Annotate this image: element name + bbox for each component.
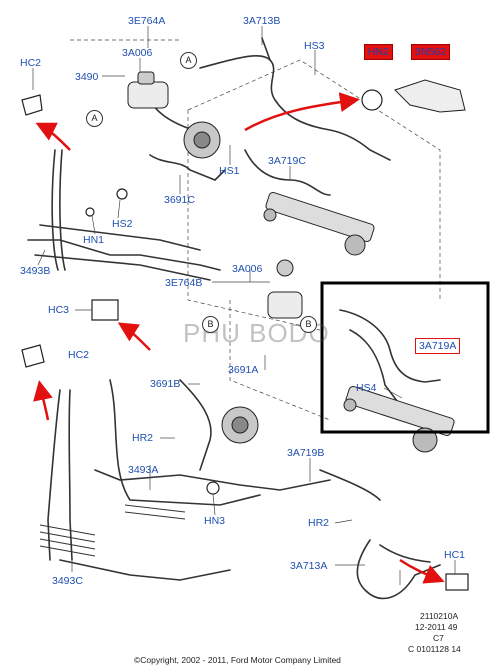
label-3493b: 3493B [20, 265, 51, 277]
label-hs3: HS3 [304, 40, 325, 52]
bracket-3n562 [394, 79, 466, 113]
label-3a006-top: 3A006 [122, 47, 153, 59]
label-hs2: HS2 [112, 218, 133, 230]
label-hc1: HC1 [444, 549, 466, 561]
footer-code-2: 12-2011 49 [415, 622, 458, 632]
label-3a719b: 3A719B [287, 447, 325, 459]
label-3691c: 3691C [164, 194, 195, 206]
highlight-frame [320, 281, 490, 434]
callout-a-left: A [86, 110, 103, 127]
label-3a713a: 3A713A [290, 560, 328, 572]
label-3a719c: 3A719C [268, 155, 306, 167]
callout-b-mid: B [202, 316, 219, 333]
footer-code-4: C 0101128 14 [408, 644, 461, 654]
red-arrows [33, 92, 445, 584]
label-hn2: HN2 [364, 44, 394, 60]
label-3691b: 3691B [150, 378, 181, 390]
assembly-guide-lines [70, 39, 441, 421]
callout-b-right: B [300, 316, 317, 333]
label-hc3: HC3 [48, 304, 70, 316]
label-3e764a: 3E764A [128, 15, 166, 27]
label-3493a: 3493A [128, 464, 159, 476]
label-hn3: HN3 [204, 515, 226, 527]
label-leaders [32, 26, 456, 585]
steering-gear-lower [343, 385, 455, 453]
fluid-reservoir-lower [267, 259, 303, 319]
label-hr2-right: HR2 [308, 517, 330, 529]
label-3e764b: 3E764B [165, 277, 203, 289]
label-3a006-mid: 3A006 [232, 263, 263, 275]
fluid-reservoir-upper [127, 71, 169, 109]
power-steering-pump-upper [183, 121, 221, 159]
label-3a719a: 3A719A [415, 338, 461, 354]
label-3493c: 3493C [52, 575, 83, 587]
label-hs1: HS1 [219, 165, 240, 177]
footer-code-3: C7 [433, 633, 444, 643]
callout-a-top: A [180, 52, 197, 69]
hose-clamps [21, 89, 469, 591]
label-hc2-mid: HC2 [68, 349, 90, 361]
cooler-coils [39, 504, 186, 557]
footer-copyright: ©Copyright, 2002 - 2011, Ford Motor Comp… [134, 655, 341, 665]
label-hr2-left: HR2 [132, 432, 154, 444]
steering-gear-upper [263, 191, 375, 256]
label-hn1: HN1 [83, 234, 105, 246]
label-3a713b: 3A713B [243, 15, 281, 27]
label-3691a: 3691A [228, 364, 259, 376]
label-3490: 3490 [75, 71, 99, 83]
footer-code-1: 2110210A [420, 611, 459, 621]
label-hs4: HS4 [356, 382, 377, 394]
power-steering-pump-lower [221, 406, 259, 444]
label-hc2-top: HC2 [20, 57, 42, 69]
label-3n562: 3N562 [411, 44, 450, 60]
